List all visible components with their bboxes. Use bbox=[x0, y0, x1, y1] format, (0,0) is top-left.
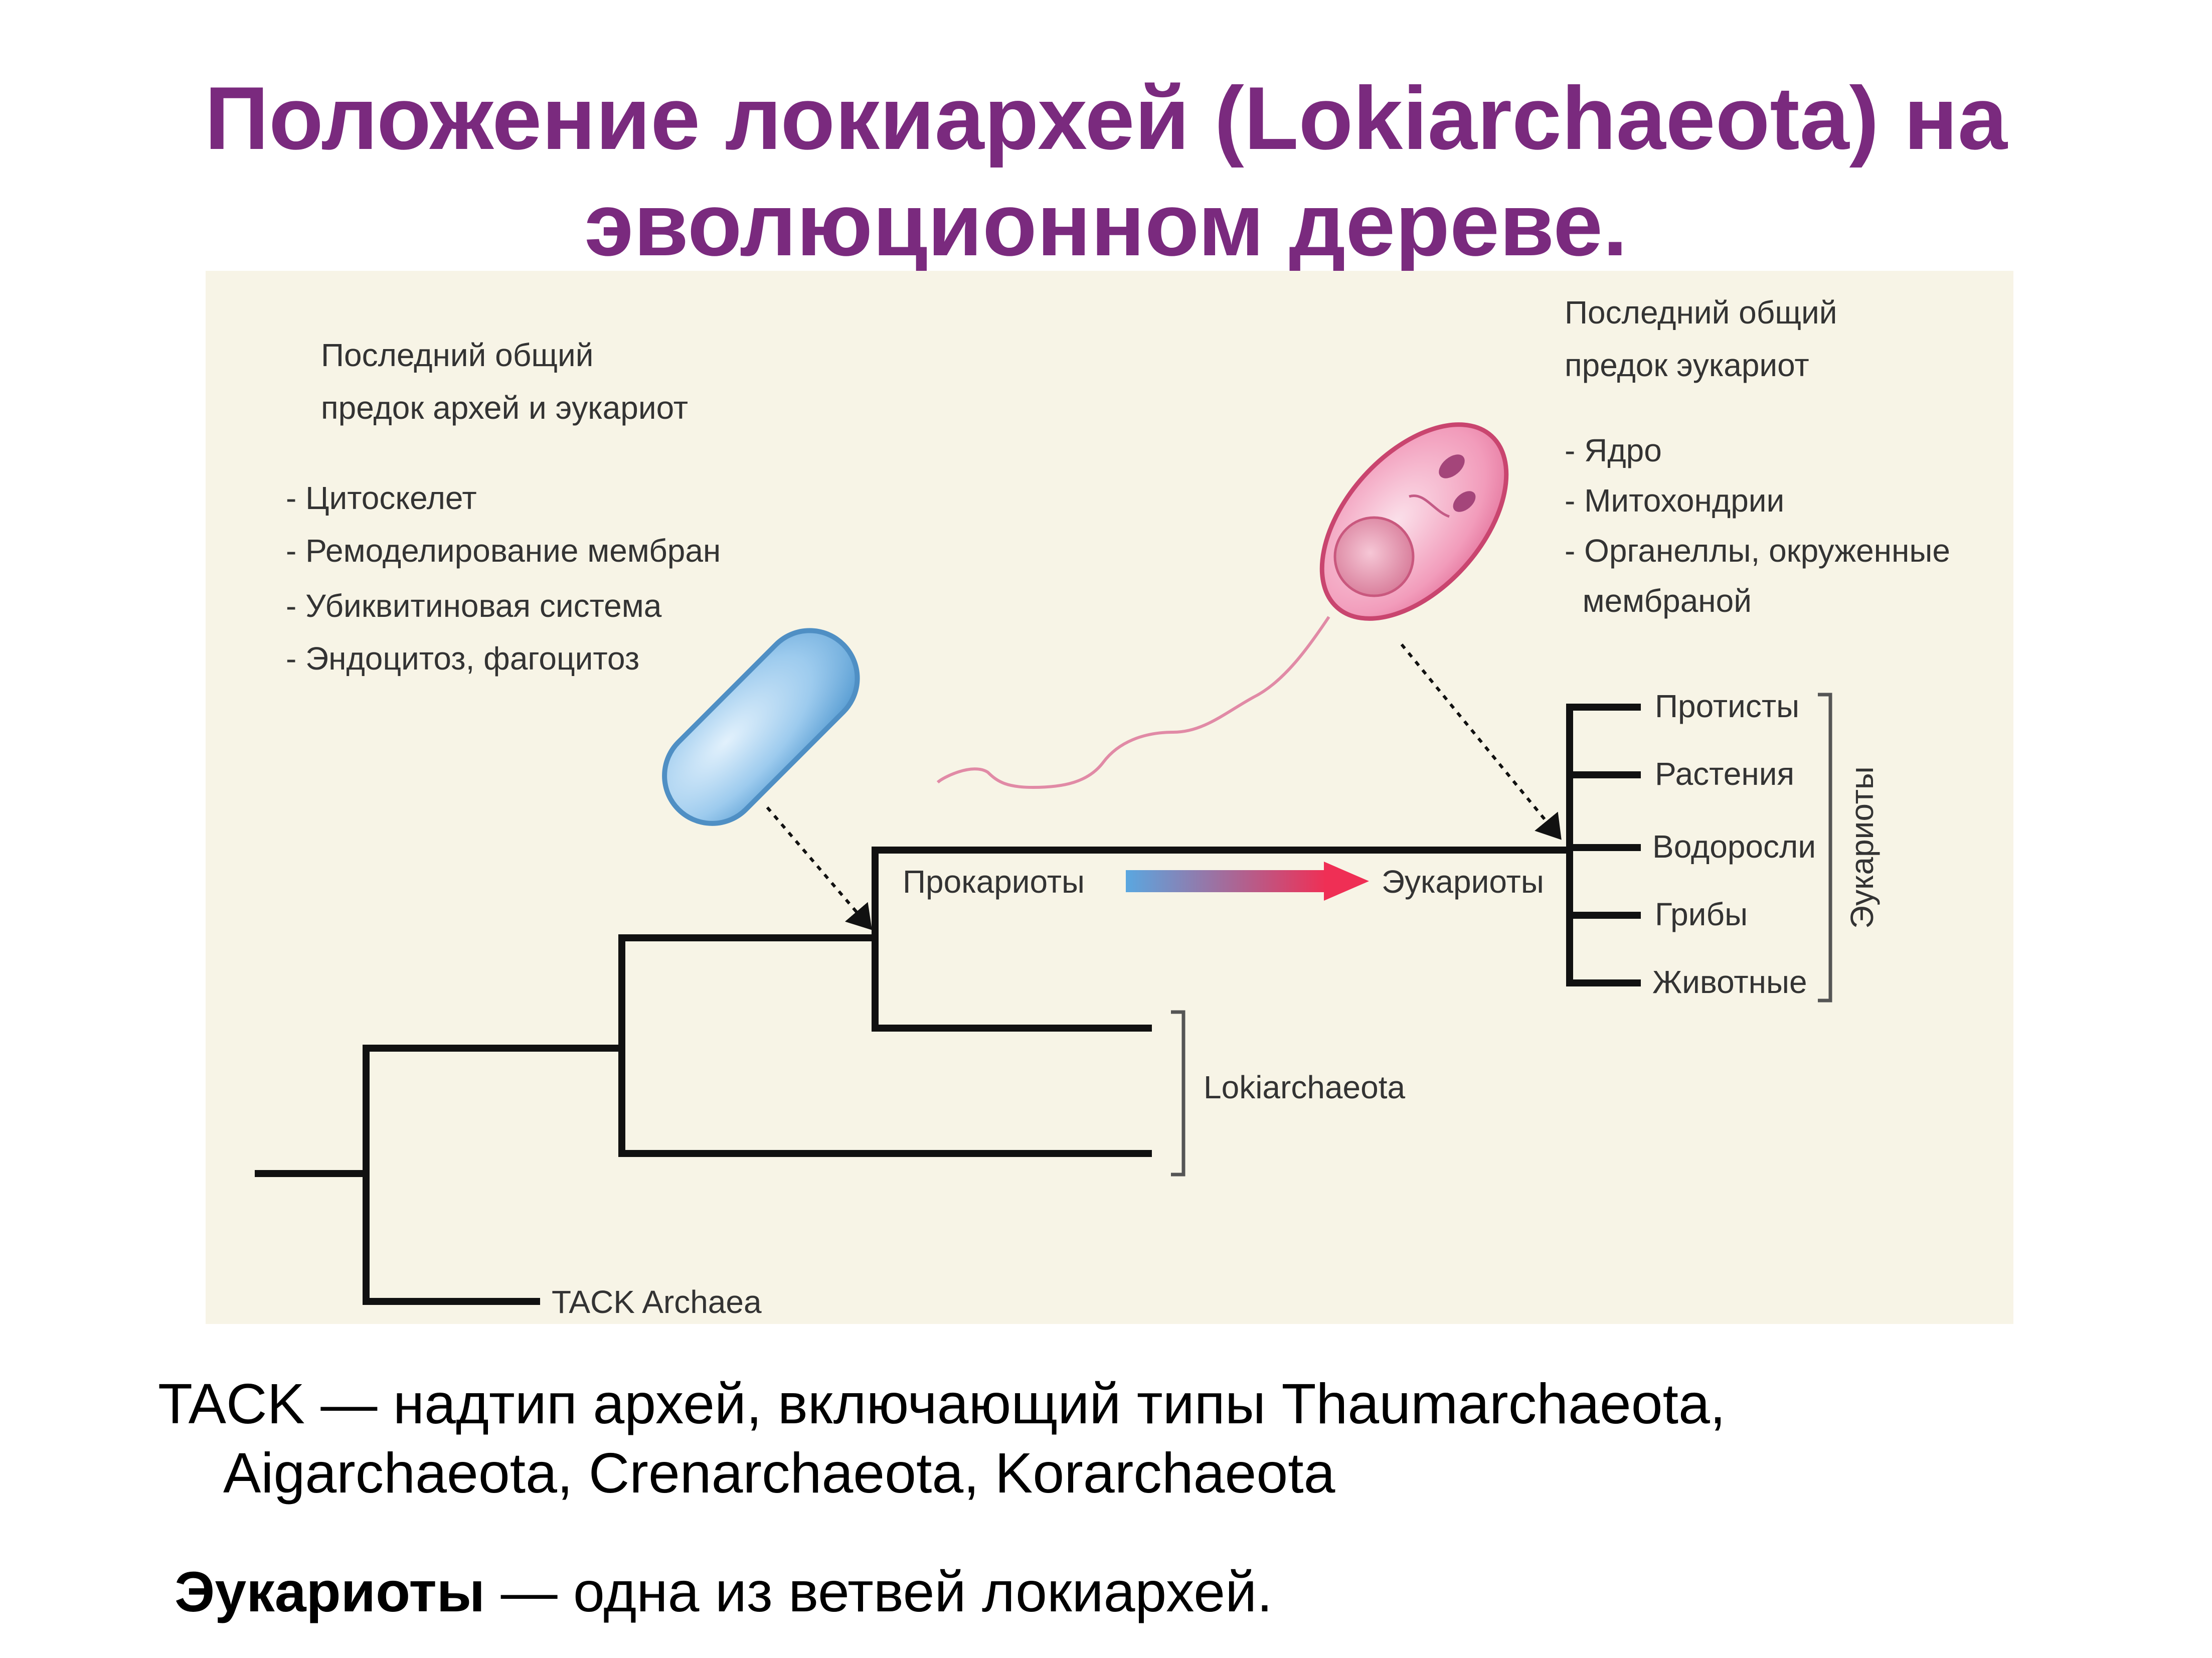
loki-bracket bbox=[1171, 1010, 1185, 1177]
slide-title: Положение локиархей (Lokiarchaeota) на э… bbox=[0, 65, 2212, 278]
label-eukaryotes-transition: Эукариоты bbox=[1382, 864, 1544, 900]
lca-archaea-trait-3: - Убиквитиновая система bbox=[286, 588, 662, 624]
archaeon-cell-icon bbox=[662, 628, 860, 826]
label-protists: Протисты bbox=[1655, 688, 1799, 724]
diagram-panel bbox=[206, 271, 2013, 1324]
lca-archaea-trait-4: - Эндоцитоз, фагоцитоз bbox=[286, 640, 639, 677]
lca-archaea-heading-2: предок архей и эукариот bbox=[321, 390, 688, 426]
lca-euk-heading-1: Последний общий bbox=[1565, 294, 1837, 330]
archaeon-pointer-arrow bbox=[766, 806, 872, 930]
tack-note-line-2: Aigarchaeota, Crenarchaeota, Korarchaeot… bbox=[223, 1441, 1335, 1505]
label-prokaryotes: Прокариоты bbox=[903, 864, 1085, 900]
transition-arrow bbox=[1126, 862, 1369, 901]
eukaryote-pointer-arrow bbox=[1400, 643, 1562, 840]
lca-euk-trait-1: - Ядро bbox=[1565, 432, 1662, 468]
tree-branches bbox=[255, 704, 1641, 1305]
label-tack-archaea: TACK Archaea bbox=[552, 1284, 762, 1320]
eukaryote-cell-icon bbox=[936, 422, 1509, 789]
tack-note-line-1: TACK — надтип архей, включающий типы Tha… bbox=[158, 1372, 1726, 1435]
label-lokiarchaeota: Lokiarchaeota bbox=[1204, 1069, 1405, 1105]
title-line-1: Положение локиархей (Lokiarchaeota) на bbox=[205, 68, 2007, 168]
lca-euk-trait-4: мембраной bbox=[1565, 583, 1752, 619]
lca-archaea-trait-2: - Ремоделирование мембран bbox=[286, 533, 721, 569]
label-plants: Растения bbox=[1655, 756, 1794, 792]
eukaryotes-note: Эукариоты — одна из ветвей локиархей. bbox=[175, 1557, 1273, 1626]
eukaryotes-note-bold: Эукариоты bbox=[175, 1560, 485, 1623]
eukaryotes-note-rest: — одна из ветвей локиархей. bbox=[485, 1560, 1273, 1623]
lca-euk-trait-2: - Митохондрии bbox=[1565, 482, 1784, 519]
lca-euk-heading-2: предок эукариот bbox=[1565, 347, 1809, 383]
label-algae: Водоросли bbox=[1652, 828, 1816, 865]
eukaryote-bracket bbox=[1818, 693, 1832, 1003]
label-animals: Животные bbox=[1652, 964, 1807, 1000]
tack-note: TACK — надтип архей, включающий типы Tha… bbox=[158, 1369, 1726, 1508]
lca-euk-trait-3: - Органеллы, окруженные bbox=[1565, 533, 1950, 569]
lca-archaea-trait-1: - Цитоскелет bbox=[286, 480, 477, 516]
label-fungi: Грибы bbox=[1655, 896, 1748, 932]
title-line-2: эволюционном дереве. bbox=[584, 175, 1628, 274]
label-eukaryotes-bracket: Эукариоты bbox=[1844, 766, 1880, 929]
lca-archaea-heading-1: Последний общий bbox=[321, 337, 594, 373]
